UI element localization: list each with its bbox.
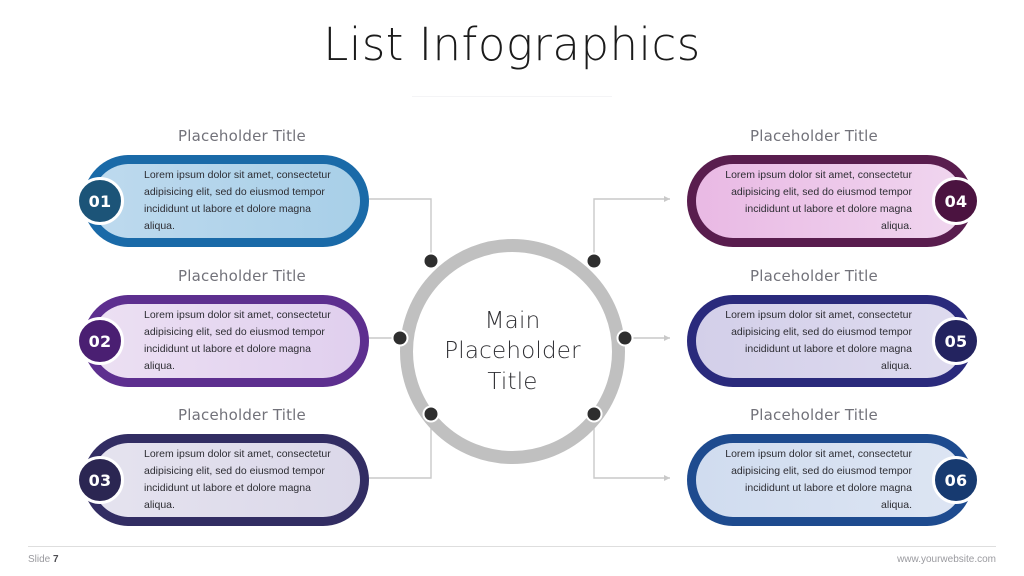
hub-dot-right: [616, 329, 634, 347]
list-item-body-04: Lorem ipsum dolor sit amet, consectetur …: [725, 169, 912, 232]
list-item-title-04: Placeholder Title: [750, 127, 878, 145]
list-item-pill-06[interactable]: Lorem ipsum dolor sit amet, consectetur …: [687, 434, 973, 526]
footer-divider: [28, 546, 996, 547]
list-item-badge-05[interactable]: 05: [932, 317, 980, 365]
list-item-title-02: Placeholder Title: [178, 267, 306, 285]
list-item-badge-06[interactable]: 06: [932, 456, 980, 504]
hub-dot-left: [391, 329, 409, 347]
list-item-body-03: Lorem ipsum dolor sit amet, consectetur …: [144, 448, 331, 511]
list-item-fill-06: Lorem ipsum dolor sit amet, consectetur …: [696, 443, 964, 517]
hub-label: Main Placeholder Title: [400, 239, 625, 464]
hub-dot-top-right: [585, 252, 603, 270]
list-item-pill-03[interactable]: Lorem ipsum dolor sit amet, consectetur …: [83, 434, 369, 526]
list-item-pill-04[interactable]: Lorem ipsum dolor sit amet, consectetur …: [687, 155, 973, 247]
center-hub: Main Placeholder Title: [400, 239, 625, 464]
list-item-fill-01: Lorem ipsum dolor sit amet, consectetur …: [92, 164, 360, 238]
list-item-fill-02: Lorem ipsum dolor sit amet, consectetur …: [92, 304, 360, 378]
footer-slide-value: 7: [53, 554, 59, 565]
list-item-pill-02[interactable]: Lorem ipsum dolor sit amet, consectetur …: [83, 295, 369, 387]
list-item-title-05: Placeholder Title: [750, 267, 878, 285]
list-item-badge-01[interactable]: 01: [76, 177, 124, 225]
list-item-badge-04[interactable]: 04: [932, 177, 980, 225]
page-title: List Infographics: [323, 18, 701, 71]
list-item-body-01: Lorem ipsum dolor sit amet, consectetur …: [144, 169, 331, 232]
hub-label-line2: Placeholder: [444, 338, 581, 365]
list-item-title-06: Placeholder Title: [750, 406, 878, 424]
list-item-fill-05: Lorem ipsum dolor sit amet, consectetur …: [696, 304, 964, 378]
hub-label-line3: Title: [487, 368, 538, 395]
hub-dot-top-left: [422, 252, 440, 270]
list-item-pill-01[interactable]: Lorem ipsum dolor sit amet, consectetur …: [83, 155, 369, 247]
list-item-title-03: Placeholder Title: [178, 406, 306, 424]
list-item-badge-02[interactable]: 02: [76, 317, 124, 365]
list-item-badge-03[interactable]: 03: [76, 456, 124, 504]
hub-dot-bottom-right: [585, 405, 603, 423]
hub-dot-bottom-left: [422, 405, 440, 423]
list-item-body-02: Lorem ipsum dolor sit amet, consectetur …: [144, 309, 331, 372]
hub-label-line1: Main: [484, 307, 541, 334]
list-item-body-06: Lorem ipsum dolor sit amet, consectetur …: [725, 448, 912, 511]
title-divider: [412, 96, 612, 97]
footer-slide-number: Slide 7: [28, 554, 59, 565]
list-item-fill-03: Lorem ipsum dolor sit amet, consectetur …: [92, 443, 360, 517]
list-item-title-01: Placeholder Title: [178, 127, 306, 145]
footer-website: www.yourwebsite.com: [897, 554, 996, 565]
footer-slide-label: Slide: [28, 554, 51, 565]
list-item-body-05: Lorem ipsum dolor sit amet, consectetur …: [725, 309, 912, 372]
list-item-pill-05[interactable]: Lorem ipsum dolor sit amet, consectetur …: [687, 295, 973, 387]
list-item-fill-04: Lorem ipsum dolor sit amet, consectetur …: [696, 164, 964, 238]
